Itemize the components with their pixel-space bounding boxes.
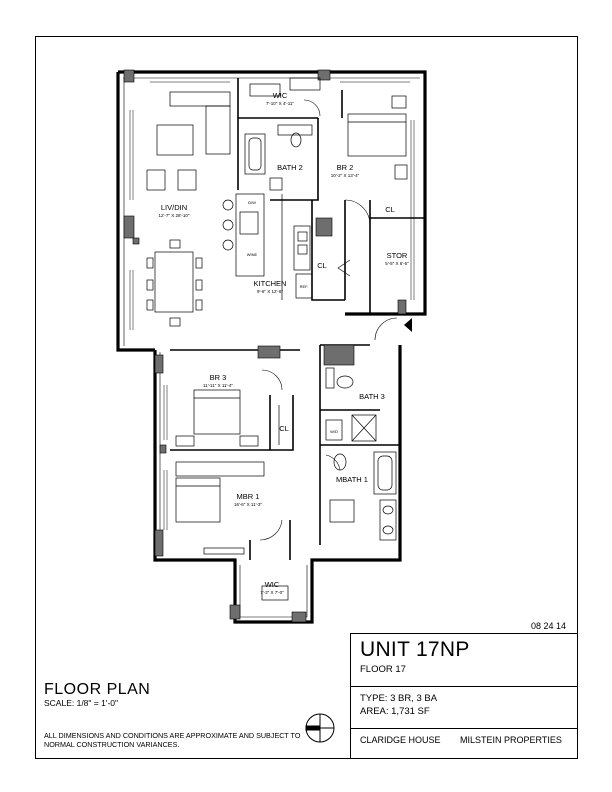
room-label-bath2: BATH 2 [277,163,303,172]
br3-furniture [175,389,280,447]
sheet-border [35,36,578,759]
structural-columns [123,69,407,623]
floor-plan-title: FLOOR PLAN [44,681,151,698]
unit-area: AREA: 1,731 SF [360,706,430,717]
unit-type: TYPE: 3 BR, 3 BA [360,693,438,704]
room-label-wic-bottom: WIC [265,580,280,589]
room-label-cl-kitchen: CL [317,261,327,270]
room-dims-mbr1: 16'-6" X 11'-3" [234,502,262,507]
title-block: UNIT 17NP FLOOR 17 TYPE: 3 BR, 3 BA AREA… [350,633,578,759]
drawing-scale: SCALE: 1/8" = 1'-0" [44,698,119,708]
title-block-info-row: TYPE: 3 BR, 3 BA AREA: 1,731 SF [351,687,578,729]
br2-furniture [249,77,408,180]
room-label-stor: STOR [387,251,408,260]
bath-2-fixtures [244,124,313,191]
appliance-label-wine: WINE [247,252,258,257]
room-label-mbath1: MBATH 1 [336,475,368,484]
exterior-walls [116,70,427,624]
room-label-br3: BR 3 [210,373,227,382]
bath-3-and-mbath-fixtures [325,367,397,541]
floor-number: FLOOR 17 [360,664,406,675]
room-label-wic-top: WIC [273,91,288,100]
appliance-label-wd: W/D [330,429,338,434]
unit-number: UNIT 17NP [360,638,470,661]
management-company: MILSTEIN PROPERTIES [460,735,562,745]
north-arrow-icon [305,713,335,743]
room-label-mbr1: MBR 1 [237,492,260,501]
room-label-liv-din: LIV/DIN [161,203,187,212]
kitchen-casework [235,193,313,300]
room-label-br2: BR 2 [337,163,354,172]
room-dims-br2: 10'-2" X 13'-4" [331,173,360,178]
title-block-unit-row: UNIT 17NP FLOOR 17 [351,634,578,687]
room-dims-wic-top: 7'-10" X 4'-11" [266,101,294,106]
doors [259,99,398,541]
building-name: CLARIDGE HOUSE [360,735,441,745]
appliance-label-ref: REF. [300,284,309,289]
room-label-bath3: BATH 3 [359,392,385,401]
room-label-kitchen: KITCHEN [254,279,287,288]
room-dims-wic-bottom: 7'-3" X 7'-0" [260,590,284,595]
room-dims-br3: 11'-11" X 11'-4" [203,383,233,388]
room-label-cl-br2: CL [385,205,395,214]
windows [129,81,415,530]
room-labels: WIC 7'-10" X 4'-11" LIV/DIN 12'-7" X 28'… [159,91,410,595]
mbr1-furniture [175,461,289,601]
living-dining-furniture [146,91,234,327]
room-dims-kitchen: 9'-6" X 12'-6" [257,289,283,294]
room-dims-liv-din: 12'-7" X 28'-10" [159,213,190,218]
room-label-cl-br3: CL [279,424,289,433]
entry-marker-icon [404,318,412,332]
room-dims-stor: 5'-5" X 6'-6" [385,261,409,266]
interior-walls [170,78,425,560]
disclaimer-note: ALL DIMENSIONS AND CONDITIONS ARE APPROX… [44,731,301,749]
appliance-label-dw: D/W [248,200,256,205]
drawing-date: 08 24 14 [531,621,567,631]
